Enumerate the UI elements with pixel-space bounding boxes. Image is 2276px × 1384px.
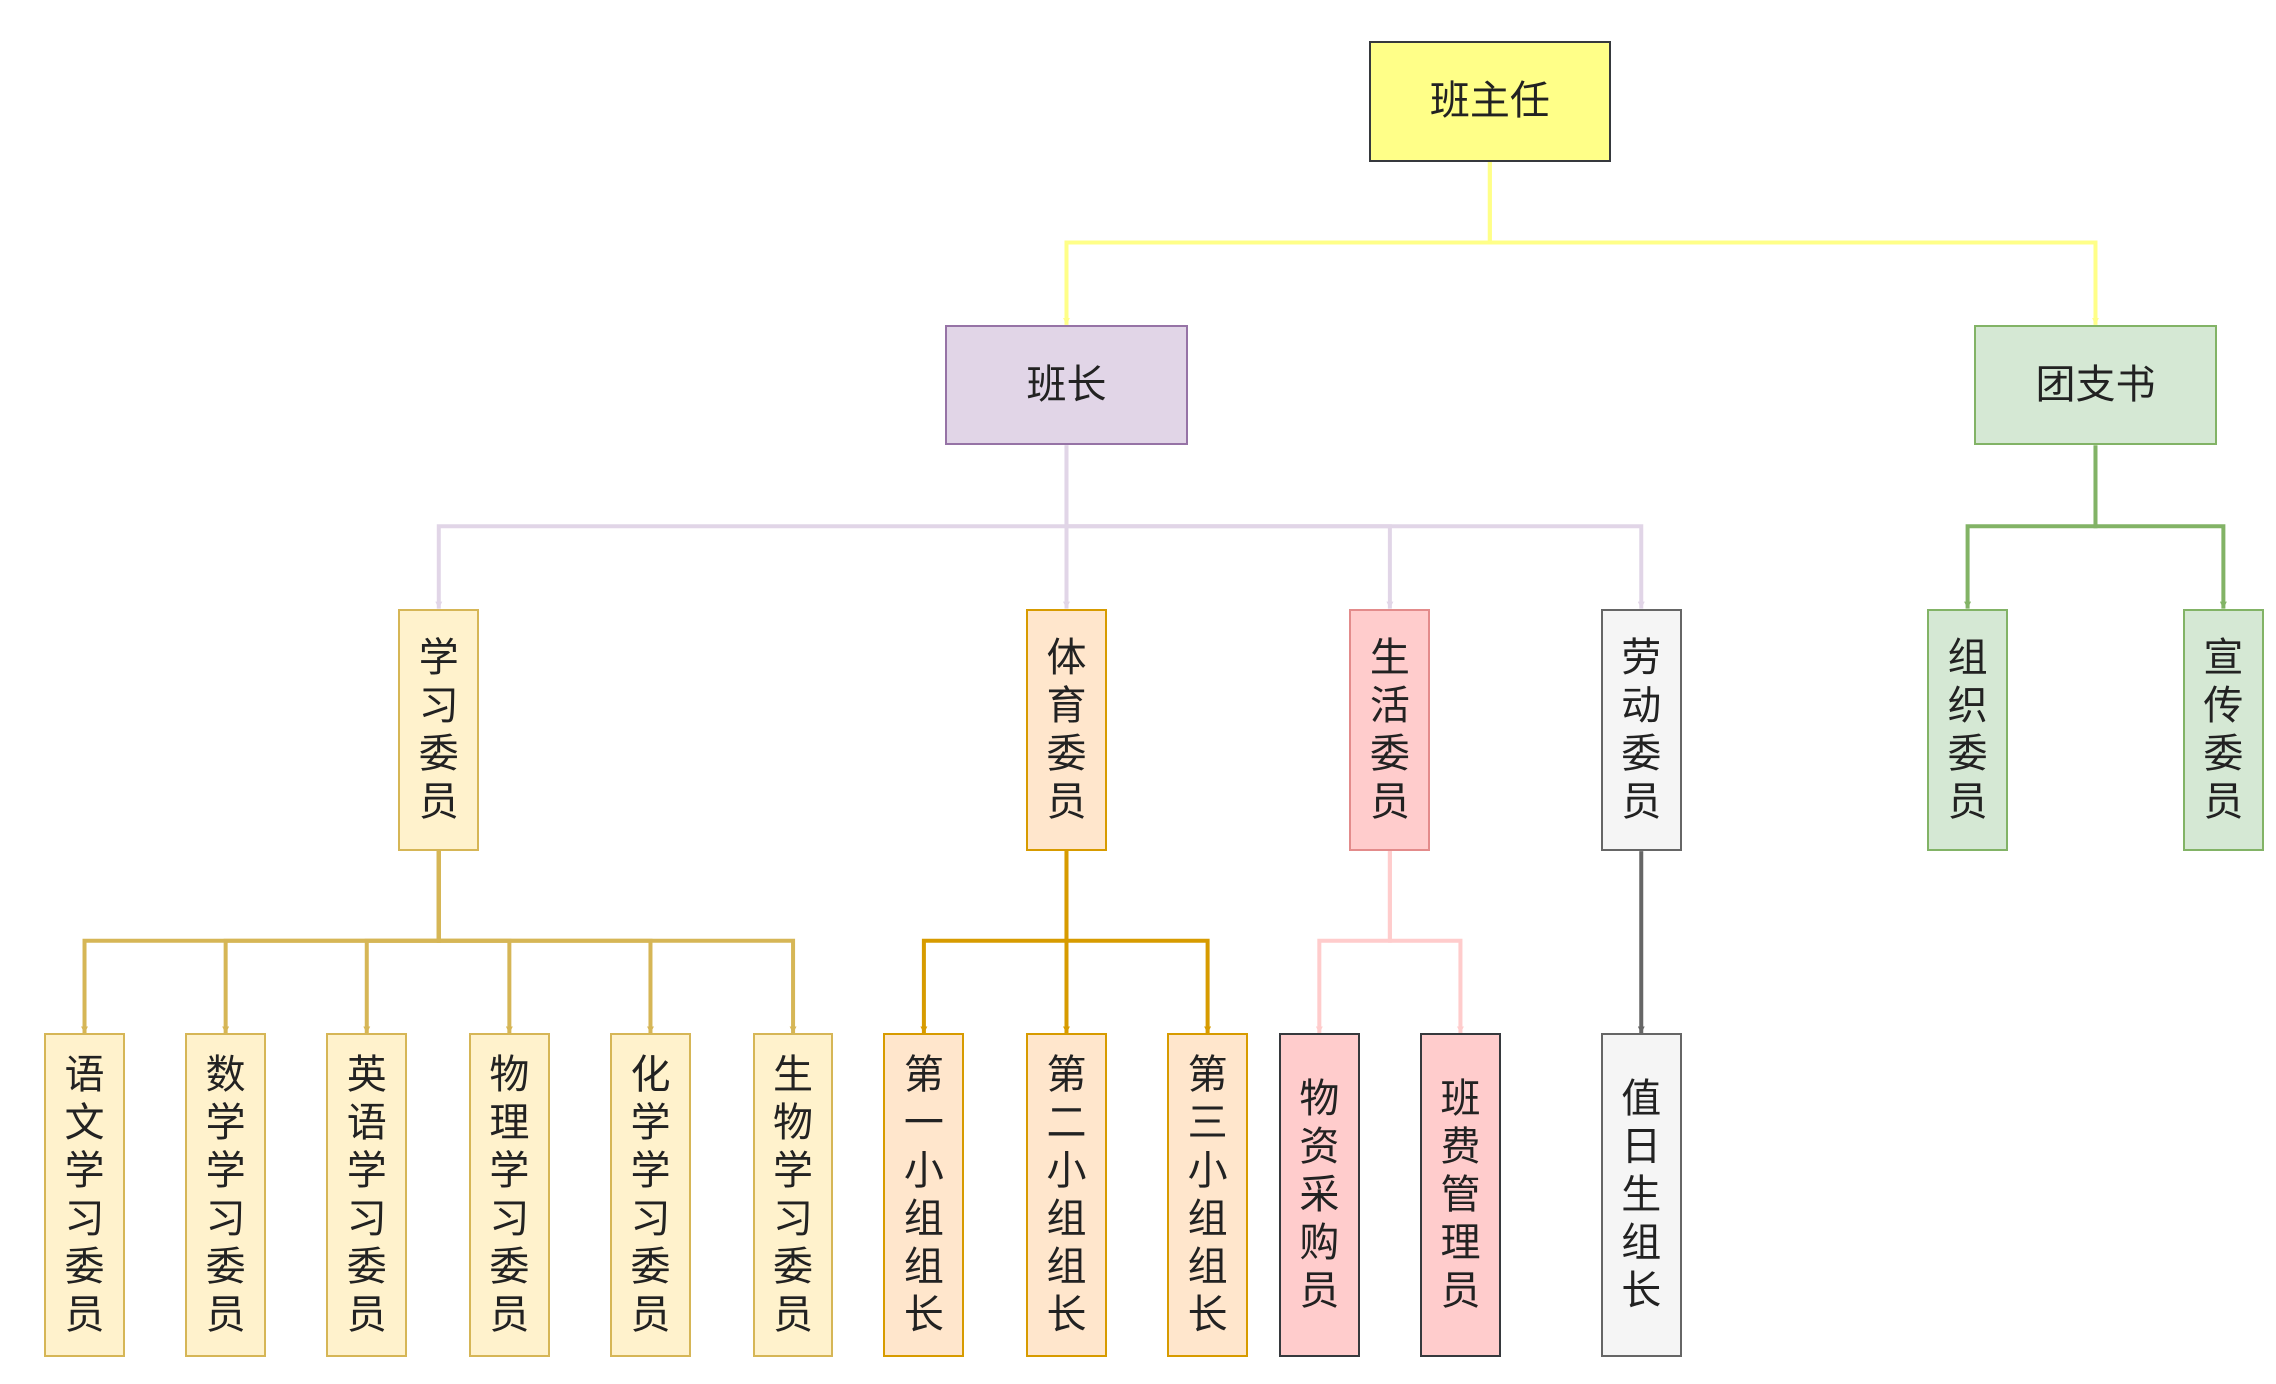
edge-league-secretary-to-organization-committee [1964, 445, 2098, 609]
supplies-buyer-label: 物资采购员 [1299, 1076, 1340, 1315]
publicity-committee-label: 宣传委员 [2203, 634, 2244, 825]
edge-life-committee-to-supplies-buyer [1315, 851, 1392, 1034]
group1-leader-node[interactable]: 第一小组组长 [883, 1033, 965, 1357]
study-committee-label: 学习委员 [418, 634, 459, 825]
group1-leader-label: 第一小组组长 [903, 1052, 944, 1339]
edge-monitor-to-labor-committee [1064, 445, 1645, 609]
labor-committee-label: 劳动委员 [1621, 634, 1662, 825]
edge-league-secretary-to-publicity-committee [2093, 445, 2227, 609]
monitor-node[interactable]: 班长 [945, 324, 1188, 446]
english-rep-label: 英语学习委员 [346, 1052, 387, 1339]
league-secretary-label: 团支书 [2035, 362, 2156, 409]
edge-head-teacher-to-monitor [1062, 161, 1492, 325]
fund-manager-label: 班费管理员 [1440, 1076, 1481, 1315]
group2-leader-label: 第二小组组长 [1046, 1052, 1087, 1339]
edge-sports-committee-to-group1-leader [920, 851, 1069, 1034]
supplies-buyer-node[interactable]: 物资采购员 [1278, 1033, 1360, 1357]
edge-study-committee-to-biology-rep [436, 851, 797, 1034]
chemistry-rep-node[interactable]: 化学学习委员 [610, 1033, 691, 1357]
organization-committee-label: 组织委员 [1947, 634, 1988, 825]
monitor-label: 班长 [1026, 362, 1107, 409]
publicity-committee-node[interactable]: 宣传委员 [2182, 608, 2264, 852]
sports-committee-label: 体育委员 [1046, 634, 1087, 825]
duty-leader-node[interactable]: 值日生组长 [1600, 1033, 1682, 1357]
study-committee-node[interactable]: 学习委员 [398, 608, 480, 852]
physics-rep-node[interactable]: 物理学习委员 [468, 1033, 550, 1357]
edge-sports-committee-to-group3-leader [1064, 851, 1212, 1034]
math-rep-node[interactable]: 数学学习委员 [185, 1033, 267, 1357]
group3-leader-label: 第三小组组长 [1187, 1052, 1228, 1339]
head-teacher-node[interactable]: 班主任 [1368, 41, 1612, 162]
sports-committee-node[interactable]: 体育委员 [1026, 608, 1107, 852]
english-rep-node[interactable]: 英语学习委员 [326, 1033, 408, 1357]
biology-rep-label: 生物学习委员 [773, 1052, 814, 1339]
edge-monitor-to-study-committee [435, 445, 1069, 609]
life-committee-label: 生活委员 [1369, 634, 1410, 825]
physics-rep-label: 物理学习委员 [489, 1052, 530, 1339]
chinese-rep-node[interactable]: 语文学习委员 [44, 1033, 125, 1357]
biology-rep-node[interactable]: 生物学习委员 [752, 1033, 834, 1357]
life-committee-node[interactable]: 生活委员 [1349, 608, 1431, 852]
chemistry-rep-label: 化学学习委员 [630, 1052, 671, 1339]
edge-head-teacher-to-league-secretary [1487, 161, 2099, 325]
labor-committee-node[interactable]: 劳动委员 [1600, 608, 1682, 852]
group2-leader-node[interactable]: 第二小组组长 [1026, 1033, 1107, 1357]
math-rep-label: 数学学习委员 [205, 1052, 246, 1339]
league-secretary-node[interactable]: 团支书 [1974, 324, 2217, 446]
connector-layer [81, 161, 2227, 1034]
head-teacher-label: 班主任 [1429, 78, 1550, 125]
chinese-rep-label: 语文学习委员 [64, 1052, 105, 1339]
fund-manager-node[interactable]: 班费管理员 [1420, 1033, 1501, 1357]
edge-study-committee-to-english-rep [363, 851, 441, 1034]
edge-life-committee-to-fund-manager [1387, 851, 1464, 1034]
duty-leader-label: 值日生组长 [1621, 1076, 1662, 1315]
organization-committee-node[interactable]: 组织委员 [1927, 608, 2008, 852]
group3-leader-node[interactable]: 第三小组组长 [1167, 1033, 1249, 1357]
